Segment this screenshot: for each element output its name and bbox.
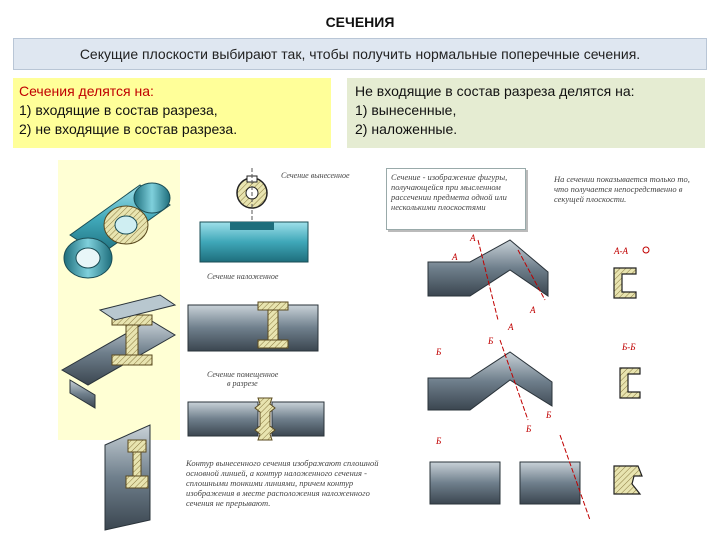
letter-b-3: Б: [546, 410, 552, 420]
letter-b-5: Б: [436, 436, 442, 446]
letter-a-3: А: [530, 305, 536, 315]
left-classification-box: Сечения делятся на: 1) входящие в состав…: [13, 78, 331, 148]
superimposed-section-drawing: [187, 301, 319, 352]
section-in-cut-drawing: [187, 397, 325, 441]
label-section-in-cut-2: в разрезе: [226, 379, 259, 388]
right-item-2: 2) наложенные.: [355, 121, 458, 137]
section-content-note: На сечении показывается только то, что п…: [554, 174, 690, 204]
isometric-rail: [104, 424, 151, 531]
letter-b-4: Б: [526, 424, 532, 434]
label-section-aa: А-А: [614, 246, 628, 256]
isometric-shaft: [63, 182, 171, 279]
letter-b-1: Б: [436, 347, 442, 357]
label-section-bb: Б-Б: [622, 342, 636, 352]
channel-section-shape: [613, 465, 643, 495]
label-section-removed: Сечение вынесенное: [280, 171, 351, 180]
section-bb-shape: [619, 367, 641, 399]
subtitle: Секущие плоскости выбирают так, чтобы по…: [13, 38, 707, 70]
left-item-2: 2) не входящие в состав разреза.: [19, 121, 238, 137]
letter-b-2: Б: [488, 336, 494, 346]
label-section-in-cut-1: Сечение помещенное: [206, 370, 280, 379]
page-title: СЕЧЕНИЯ: [325, 14, 395, 30]
left-heading: Сечения делятся на:: [19, 83, 154, 99]
isometric-i-beam: [60, 294, 177, 409]
label-section-superimposed: Сечение наложенное: [206, 272, 280, 281]
right-item-1: 1) вынесенные,: [355, 102, 457, 118]
definition-note: Сечение - изображение фигуры, получающей…: [386, 168, 526, 230]
contour-note: Контур вынесенного сечения изображают сп…: [186, 458, 379, 508]
bent-profile-a: [427, 239, 549, 321]
removed-section-drawing: [199, 168, 309, 263]
letter-a-4: А: [508, 322, 514, 332]
bent-profile-b: [427, 339, 553, 421]
section-aa-shape: [613, 246, 650, 299]
right-heading: Не входящие в состав разреза делятся на:: [355, 83, 635, 99]
letter-a-2: А: [452, 252, 458, 262]
letter-a-1: А: [470, 233, 476, 243]
left-item-1: 1) входящие в состав разреза,: [19, 102, 218, 118]
right-classification-box: Не входящие в состав разреза делятся на:…: [347, 78, 705, 148]
channel-profile: [429, 434, 591, 521]
